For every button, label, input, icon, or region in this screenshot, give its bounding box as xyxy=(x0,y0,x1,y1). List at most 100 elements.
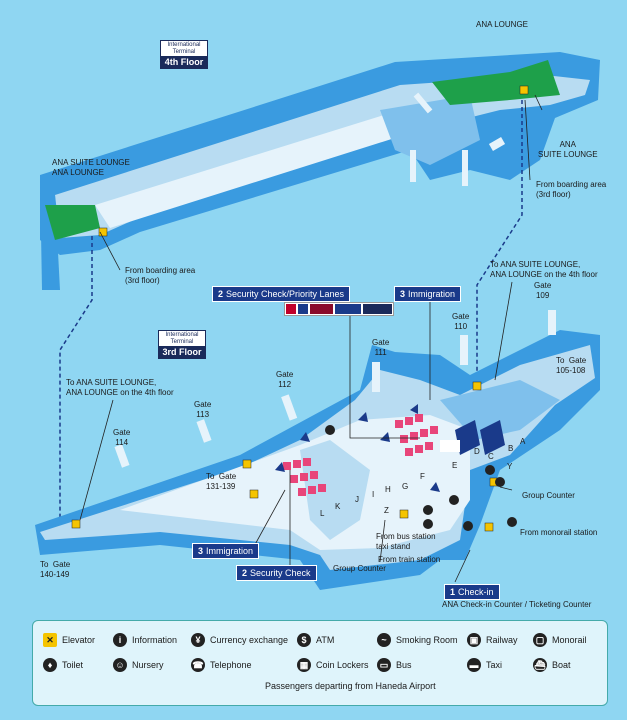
jet-bridges-third xyxy=(114,310,556,468)
lane-logo-3 xyxy=(309,304,334,314)
gate-114[interactable]: Gate 114 xyxy=(113,428,131,447)
step-text: Immigration xyxy=(206,546,254,556)
lane-logo-2 xyxy=(297,304,308,314)
counter-d: D xyxy=(474,447,480,456)
counter-c: C xyxy=(488,452,494,461)
telephone-icon: ☎ xyxy=(191,658,205,672)
label-bus-station: From bus station taxi stand xyxy=(376,532,436,551)
counter-z: Z xyxy=(384,506,389,515)
legend-toilet: ♦Toilet xyxy=(43,658,83,672)
step-text: Security Check/Priority Lanes xyxy=(226,289,345,299)
label-group-counter-right: Group Counter xyxy=(522,491,575,500)
dashed-connector-left xyxy=(59,236,93,525)
legend-label: Taxi xyxy=(486,660,503,670)
legend-label: Bus xyxy=(396,660,412,670)
legend-label: Coin Lockers xyxy=(316,660,369,670)
legend-passengers: Passengers departing from Haneda Airport xyxy=(265,681,436,691)
legend-currency: ¥Currency exchange xyxy=(191,633,288,647)
priority-lane-logos xyxy=(284,302,394,316)
label-ana-suite-right: ANA SUITE LOUNGE xyxy=(538,140,598,159)
gate-131-139[interactable]: To Gate 131-139 xyxy=(206,472,237,491)
gate-113[interactable]: Gate 113 xyxy=(194,400,212,419)
note-to-suite-right: To ANA SUITE LOUNGE, ANA LOUNGE on the 4… xyxy=(490,260,598,279)
nursery-icon: ☺ xyxy=(113,658,127,672)
step-number: 3 xyxy=(198,546,204,556)
pointer-lines xyxy=(79,94,543,583)
smoking-room-icon: ~ xyxy=(377,633,391,647)
monorail-icon: ▢ xyxy=(533,633,547,647)
counter-g: G xyxy=(402,482,409,491)
third-floor-building xyxy=(35,330,600,590)
gate-112[interactable]: Gate 112 xyxy=(276,370,294,389)
legend-label: Nursery xyxy=(132,660,164,670)
legend-label: Elevator xyxy=(62,635,96,645)
floor-name: 3rd Floor xyxy=(159,346,205,358)
gate-109[interactable]: Gate 109 xyxy=(534,281,552,300)
floor-label-4th: International Terminal 4th Floor xyxy=(160,40,208,69)
counter-f: F xyxy=(420,472,425,481)
floor-label-3rd: International Terminal 3rd Floor xyxy=(158,330,206,359)
gate-110[interactable]: Gate 110 xyxy=(452,312,470,331)
floor-name: 4th Floor xyxy=(161,56,207,68)
floor-terminal: International Terminal xyxy=(165,332,199,345)
gate-140-149[interactable]: To Gate 140-149 xyxy=(40,560,71,579)
counter-e: E xyxy=(452,461,458,470)
step-number: 2 xyxy=(242,568,248,578)
legend-label: Smoking Room xyxy=(396,635,458,645)
legend-label: Telephone xyxy=(210,660,252,670)
taxi-icon: ▬ xyxy=(467,658,481,672)
label-group-counter-bottom: Group Counter xyxy=(333,564,386,573)
flow-arrows xyxy=(275,404,440,492)
boat-icon: ⛴ xyxy=(533,658,547,672)
counter-i: I xyxy=(372,490,375,499)
step-number: 2 xyxy=(218,289,224,299)
legend-telephone: ☎ Telephone xyxy=(191,658,252,672)
legend-label: ATM xyxy=(316,635,335,645)
counter-a: A xyxy=(520,437,526,446)
legend-label: Boat xyxy=(552,660,571,670)
label-checkin-counter: ANA Check-in Counter / Ticketing Counter xyxy=(442,600,592,609)
counter-l: L xyxy=(320,509,325,518)
legend-label: Passengers departing from Haneda Airport xyxy=(265,681,436,691)
gate-105-108[interactable]: To Gate 105-108 xyxy=(556,356,587,375)
lane-logo-5 xyxy=(362,304,392,314)
legend-label: Information xyxy=(132,635,178,645)
elevator-icons xyxy=(71,85,529,532)
ana-checkin-logo xyxy=(440,420,505,455)
legend-label: Toilet xyxy=(62,660,84,670)
label-monorail-station: From monorail station xyxy=(520,528,598,537)
gate-111[interactable]: Gate 111 xyxy=(372,338,390,357)
legend-elevator: ✕ Elevator xyxy=(43,633,95,647)
railway-icon: ▣ xyxy=(467,633,481,647)
ana-suite-lounge-left[interactable] xyxy=(45,205,100,240)
counter-y: Y xyxy=(507,462,513,471)
legend-label: Railway xyxy=(486,635,518,645)
atm-icon: $ xyxy=(297,633,311,647)
floor-terminal: International Terminal xyxy=(167,42,201,55)
counter-j: J xyxy=(355,495,359,504)
label-ana-lounge-top: ANA LOUNGE xyxy=(476,20,529,29)
elevator-icon: ✕ xyxy=(43,633,57,647)
counter-b: B xyxy=(508,444,514,453)
step-text: Security Check xyxy=(250,568,311,578)
lane-logo-4 xyxy=(335,304,361,314)
dashed-connector-right xyxy=(476,100,523,385)
legend-nursery: ☺ Nursery xyxy=(113,658,164,672)
note-to-suite-left: To ANA SUITE LOUNGE, ANA LOUNGE on the 4… xyxy=(66,378,174,397)
legend-label: Monorail xyxy=(552,635,587,645)
step-number: 1 xyxy=(450,587,456,597)
service-icons-3rd xyxy=(325,425,517,531)
jet-bridges-top xyxy=(410,92,506,186)
note-from-boarding-left: From boarding area (3rd floor) xyxy=(125,266,196,285)
legend-taxi: ▬ Taxi xyxy=(467,658,502,672)
counter-h: H xyxy=(385,485,391,494)
security-gates xyxy=(283,414,438,496)
